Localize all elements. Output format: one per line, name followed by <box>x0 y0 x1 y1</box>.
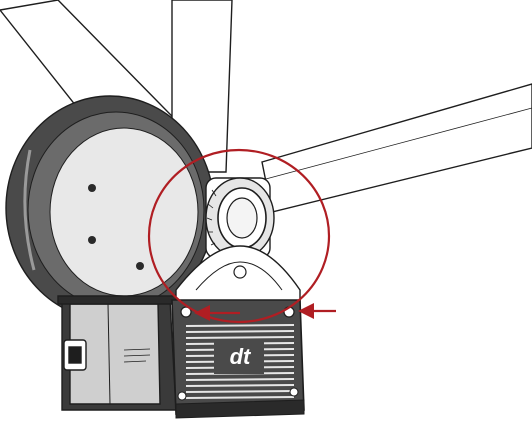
label-lines <box>123 348 151 363</box>
cooling-fin <box>185 378 295 381</box>
thread-ridges <box>206 189 217 246</box>
motor-housing <box>57 295 179 411</box>
housing-screw <box>177 391 187 401</box>
highlight-circle <box>147 148 331 324</box>
callouts <box>147 148 336 324</box>
chainring-bolt <box>88 236 96 244</box>
drive-unit: dt <box>171 299 305 419</box>
chainring-bolt <box>136 262 144 270</box>
cooling-fin <box>185 396 295 399</box>
arrow-left <box>194 305 240 321</box>
chain-stay <box>261 83 532 213</box>
cooling-fin <box>185 324 295 327</box>
brand-logo: dt <box>230 344 252 369</box>
seat-tube <box>171 0 233 173</box>
cooling-fin <box>185 390 295 393</box>
cooling-fin <box>185 384 295 387</box>
mounting-screw-left <box>180 306 192 318</box>
cooling-fin <box>185 336 295 339</box>
chainring-bolt <box>88 184 96 192</box>
mount-bracket <box>175 245 301 309</box>
chainring <box>5 95 215 321</box>
arrow-right <box>298 303 336 319</box>
cooling-fin <box>185 330 295 333</box>
housing-screw <box>289 387 299 397</box>
